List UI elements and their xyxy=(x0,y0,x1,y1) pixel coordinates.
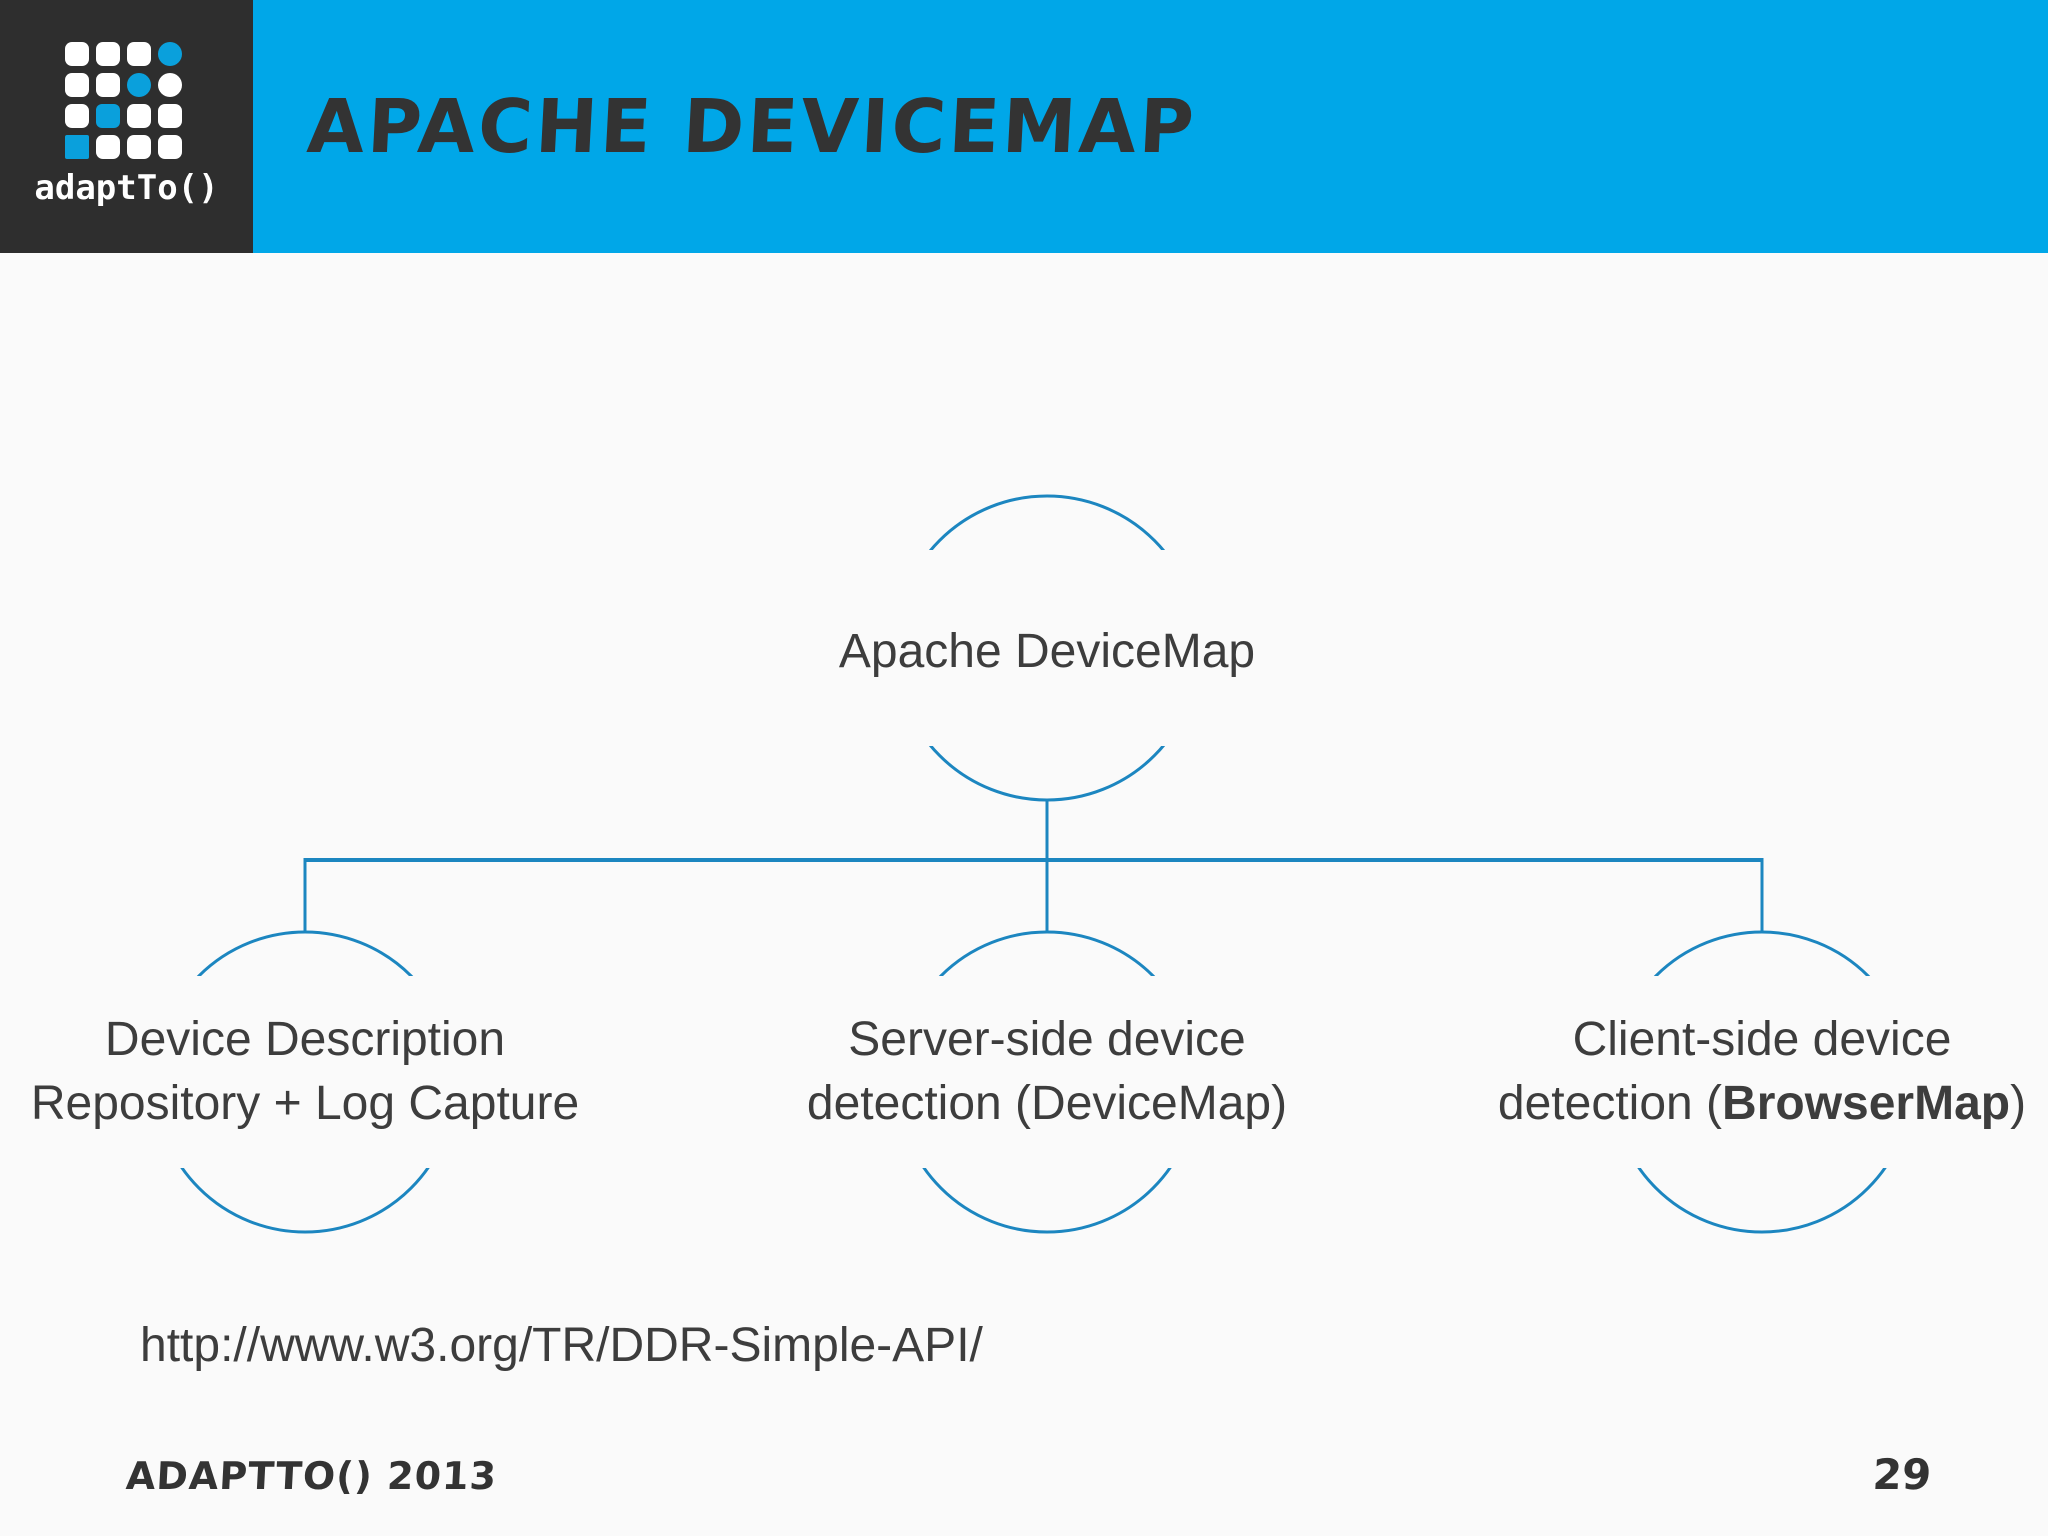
logo-cell xyxy=(127,42,151,66)
text-band-mask-middle xyxy=(740,976,1354,1168)
text-band-mask-right xyxy=(1455,976,2048,1168)
logo-cell xyxy=(158,73,182,97)
logo-cell xyxy=(127,73,151,97)
diagram-node-root: Apache DeviceMap xyxy=(839,620,1255,684)
node-label-bold-segment: BrowserMap xyxy=(1722,1077,2011,1130)
node-label-line: Server-side device xyxy=(848,1013,1246,1066)
logo-cell xyxy=(96,104,120,128)
reference-url: http://www.w3.org/TR/DDR-Simple-API/ xyxy=(140,1319,983,1372)
logo-cell xyxy=(158,104,182,128)
logo-cell xyxy=(65,42,89,66)
logo-cell xyxy=(158,135,182,159)
node-label-line: Repository + Log Capture xyxy=(30,1077,580,1130)
node-label-segment: detection ( xyxy=(1497,1077,1723,1130)
adaptto-logo: adaptTo() xyxy=(0,0,253,253)
text-band-mask-root xyxy=(820,550,1274,746)
logo-cell xyxy=(158,42,182,66)
root-node-label: Apache DeviceMap xyxy=(838,625,1256,678)
logo-cell xyxy=(127,104,151,128)
logo-cell xyxy=(96,42,120,66)
text-band-mask-left xyxy=(0,976,614,1168)
diagram-node-right: Client-side device detection (BrowserMap… xyxy=(1498,1008,2026,1136)
logo-cell xyxy=(65,104,89,128)
logo-cell xyxy=(96,73,120,97)
logo-cell xyxy=(65,73,89,97)
diagram-node-left: Device Description Repository + Log Capt… xyxy=(31,1008,579,1136)
footer-conference: ADAPTTO() 2013 xyxy=(124,1454,499,1498)
header-bar: adaptTo() APACHE DEVICEMAP xyxy=(0,0,2048,253)
logo-cell xyxy=(96,135,120,159)
logo-cell xyxy=(127,135,151,159)
node-label-line: Device Description xyxy=(104,1013,506,1066)
header-blue-bar xyxy=(253,0,2048,253)
logo-brand-text: adaptTo() xyxy=(34,168,219,208)
diagram-node-middle: Server-side device detection (DeviceMap) xyxy=(807,1008,1287,1136)
node-label-line: detection (DeviceMap) xyxy=(806,1077,1288,1130)
logo-grid-icon xyxy=(65,42,182,159)
node-label-segment: ) xyxy=(2010,1077,2027,1130)
node-label-line: Client-side device xyxy=(1572,1013,1952,1066)
page-number: 29 xyxy=(1871,1450,1933,1499)
node-label-line: detection (BrowserMap) xyxy=(1498,1072,2026,1136)
logo-cell xyxy=(65,135,89,159)
